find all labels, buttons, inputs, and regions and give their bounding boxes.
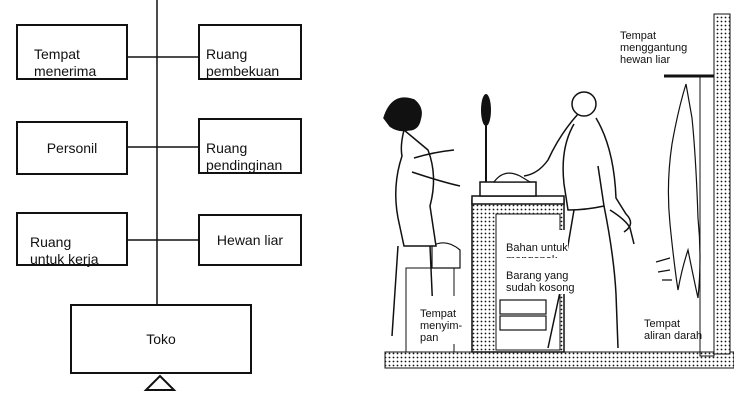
right-wall [714,14,730,354]
label-hanging-place: Tempat menggantung hewan liar [620,18,687,66]
label-blood-drain: Tempat aliran darah [644,306,702,342]
label-empty-goods: Barang yang sudah kosong [506,258,575,294]
label-blood-drain-text: Tempat aliran darah [644,318,702,342]
label-storage-place-text: Tempat menyim- pan [420,308,462,344]
label-empty-goods-text: Barang yang sudah kosong [506,270,575,294]
floor [385,352,734,368]
label-hanging-place-text: Tempat menggantung hewan liar [620,30,687,66]
label-storage-place: Tempat menyim- pan [420,296,462,344]
hanging-carcass [656,84,700,298]
